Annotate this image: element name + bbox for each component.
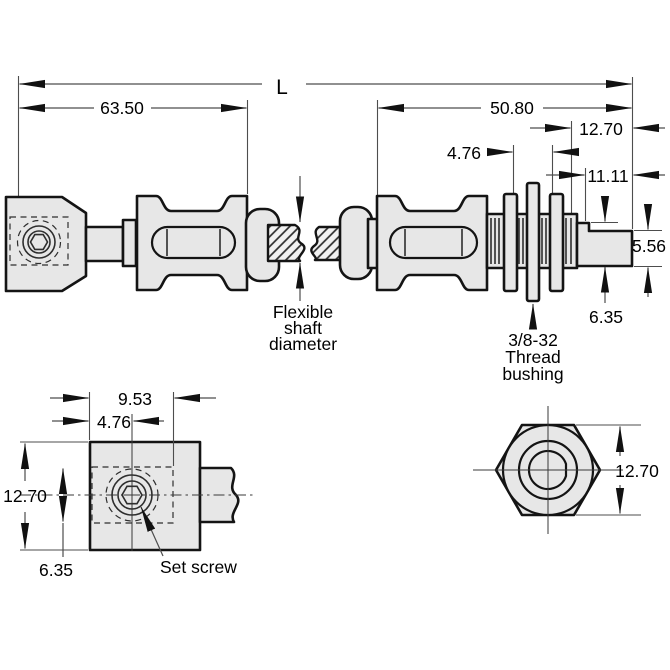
output-shaft <box>575 221 634 268</box>
flex-shaft-label-line1: Flexible <box>273 302 333 322</box>
panel-nut-right <box>548 192 565 293</box>
dim-9-53: 9.53 <box>118 389 152 409</box>
dim-across-flats: 12.70 <box>576 424 659 516</box>
dim-shaft-extension: 12.70 <box>530 119 665 139</box>
flexible-shaft-right <box>310 225 347 262</box>
dim-nut-gap: 4.76 <box>447 143 579 163</box>
side-view: L 63.50 50.80 12.70 4.76 <box>4 76 666 384</box>
coupling-left-slot <box>150 225 237 260</box>
dim-4-76-front: 4.76 <box>97 412 131 432</box>
thread-bushing-label-line3: bushing <box>502 364 563 384</box>
hex-end-view: 12.70 <box>473 406 659 534</box>
thread-bushing-callout: 3/8-32 Thread bushing <box>502 303 564 384</box>
dim-right-section: 50.80 <box>378 98 632 118</box>
dim-overall-length: L <box>19 76 632 99</box>
dim-4-76-bushing: 4.76 <box>447 143 481 163</box>
coupling-right-slot <box>388 225 479 260</box>
dim-height: 12.70 <box>3 441 88 551</box>
dim-12-70-hex: 12.70 <box>615 461 659 481</box>
front-view: 9.53 4.76 12.70 6.35 Set screw <box>3 389 254 580</box>
set-screw-front <box>105 468 159 522</box>
dim-L-label: L <box>276 76 288 99</box>
hex-socket-icon <box>29 233 49 251</box>
set-screw-socket <box>16 219 62 265</box>
flex-diameter-callout: Flexible shaft diameter <box>269 176 337 354</box>
set-screw-label: Set screw <box>160 557 237 577</box>
thread-bushing-label-line2: Thread <box>505 347 560 367</box>
dim-center-offset: 4.76 <box>52 412 164 432</box>
dim-12-70-shaft: 12.70 <box>579 119 623 139</box>
dim-6-35-front: 6.35 <box>39 560 73 580</box>
dim-63-50: 63.50 <box>100 98 144 118</box>
dim-12-70-front: 12.70 <box>3 486 47 506</box>
dim-50-80: 50.80 <box>490 98 534 118</box>
dim-5-56: 5.56 <box>632 236 666 256</box>
flex-shaft-label-line2: shaft <box>284 318 322 338</box>
input-shaft <box>84 225 125 263</box>
thread-marks <box>490 218 572 264</box>
thread-bushing-flange <box>525 181 541 303</box>
flex-shaft-label-line3: diameter <box>269 334 337 354</box>
dim-tip-diameter: 5.56 <box>632 204 666 297</box>
dim-shaft-extension2: 11.11 <box>546 166 665 186</box>
set-screw-callout: Set screw <box>140 506 237 577</box>
square-hub-front <box>88 440 202 552</box>
input-collar <box>121 218 138 268</box>
dim-11-11: 11.11 <box>587 166 628 186</box>
dim-half-height: 6.35 <box>39 468 73 580</box>
flexible-shaft-left <box>266 223 306 263</box>
thread-bushing-label-line1: 3/8-32 <box>508 330 558 350</box>
dim-step-diameter: 6.35 <box>589 196 623 327</box>
dim-6-35-step: 6.35 <box>589 307 623 327</box>
panel-nut-left <box>502 192 519 293</box>
hex-socket-front-icon <box>121 485 143 505</box>
dim-width-to-dash: 9.53 <box>50 389 216 466</box>
extension-lines <box>17 76 634 229</box>
dim-left-section: 63.50 <box>19 98 247 118</box>
